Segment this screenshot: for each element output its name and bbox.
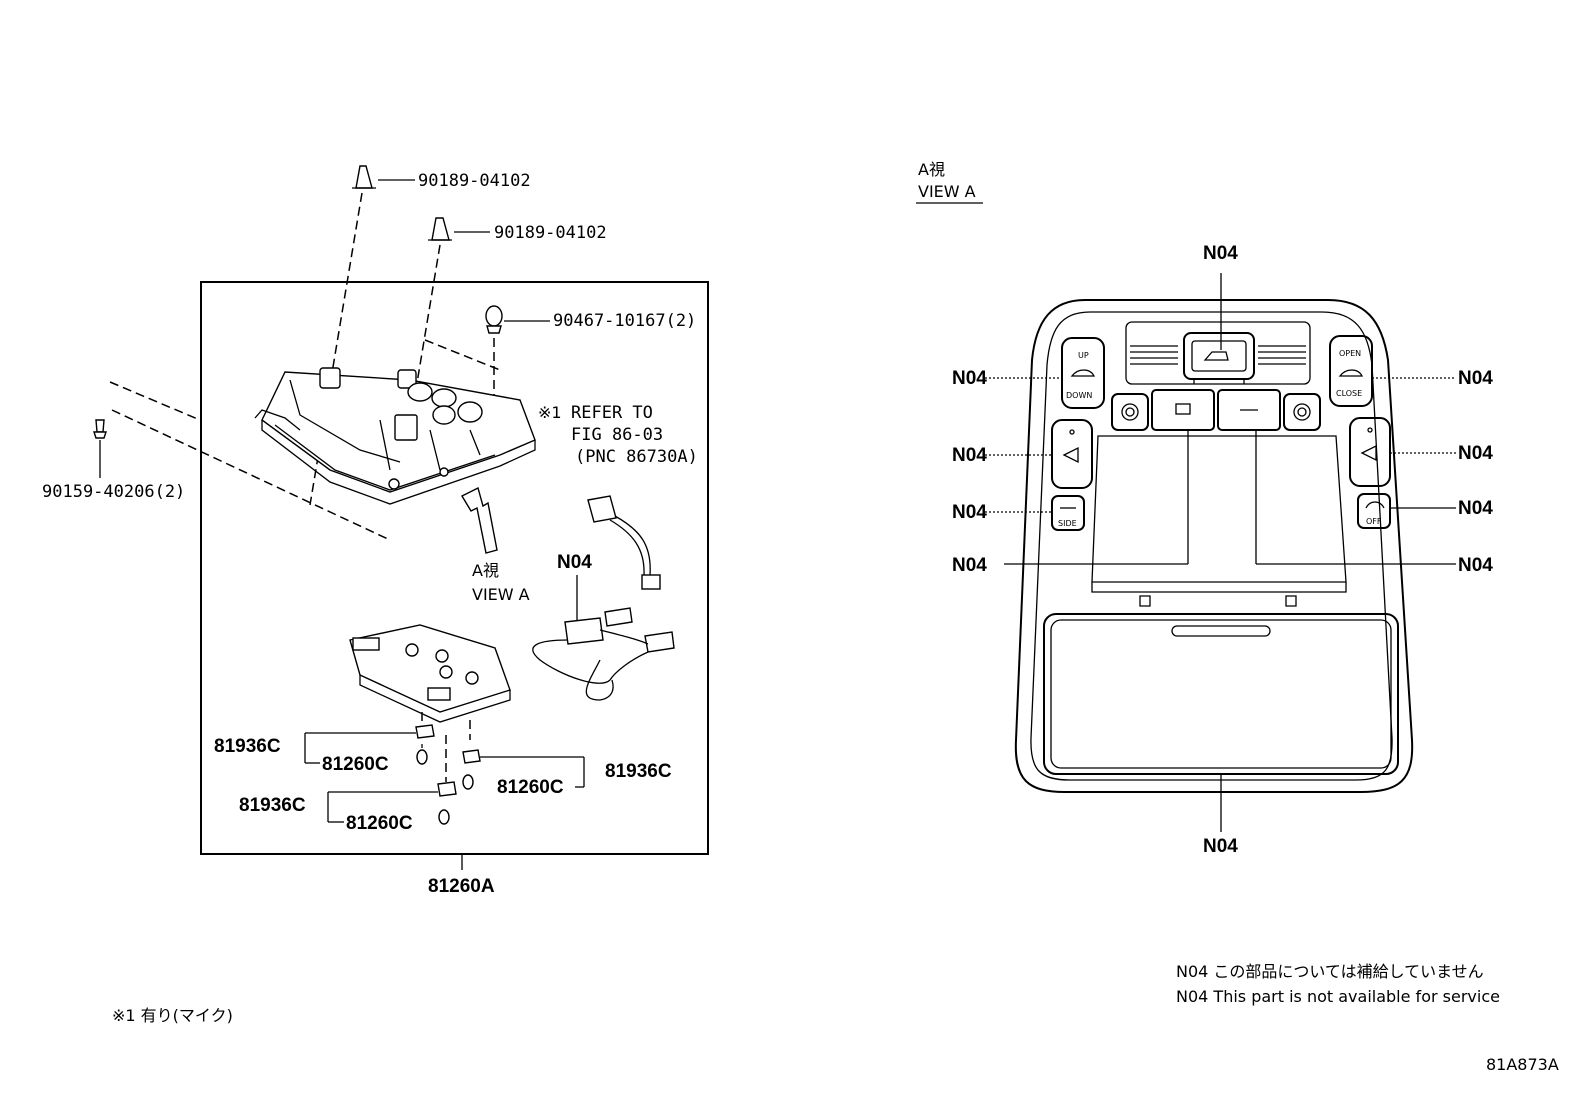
callout-right-3: N04 bbox=[1458, 498, 1493, 519]
side-text: SIDE bbox=[1058, 519, 1077, 528]
view-a-arrow bbox=[461, 486, 498, 554]
bulb-label-1: 81260C bbox=[322, 754, 389, 775]
microphone-harness bbox=[587, 495, 661, 590]
refer-line-1: REFER TO bbox=[571, 403, 653, 423]
callout-right-2: N04 bbox=[1458, 443, 1493, 464]
lamp-circuit-board bbox=[349, 624, 511, 782]
refer-line-2: FIG 86-03 bbox=[571, 425, 663, 445]
console-lamp-housing bbox=[254, 339, 536, 505]
clip-label-2: 90189-04102 bbox=[494, 223, 607, 243]
callout-bottom: N04 bbox=[1203, 836, 1238, 857]
up-text: UP bbox=[1078, 351, 1089, 360]
socket-bulb-set-1 bbox=[304, 724, 435, 765]
screw-part-left bbox=[93, 381, 391, 541]
view-arrow-label-en: VIEW A bbox=[472, 585, 530, 604]
view-a-title-en: VIEW A bbox=[918, 182, 976, 201]
open-text: OPEN bbox=[1339, 349, 1361, 358]
assembly-label: 81260A bbox=[428, 876, 495, 897]
callout-right-4: N04 bbox=[1458, 555, 1493, 576]
left-exploded-view: 90189-04102 90189-04102 90467-10167(2) 9… bbox=[42, 165, 709, 897]
n04-harness bbox=[532, 575, 675, 701]
vent-right bbox=[1258, 345, 1306, 365]
callout-leaders bbox=[985, 273, 1456, 832]
harness-code-label: N04 bbox=[557, 552, 592, 573]
socket-label-2: 81936C bbox=[605, 761, 672, 782]
roof-updown-button[interactable] bbox=[1061, 337, 1105, 409]
n04-note-jp: N04 この部品については補給していません bbox=[1176, 962, 1484, 981]
n04-note-en: N04 This part is not available for servi… bbox=[1176, 987, 1500, 1006]
left-round-button[interactable] bbox=[1111, 393, 1149, 431]
map-light-button[interactable] bbox=[1217, 389, 1281, 431]
left-map-light-button[interactable] bbox=[1051, 419, 1093, 489]
off-button[interactable] bbox=[1357, 493, 1391, 529]
view-arrow-label-jp: A視 bbox=[472, 561, 499, 580]
top-center-button[interactable] bbox=[1183, 332, 1255, 380]
illustration-code: 81A873A bbox=[1486, 1055, 1559, 1074]
side-button[interactable] bbox=[1051, 495, 1085, 531]
view-a-title-jp: A視 bbox=[918, 160, 945, 179]
down-text: DOWN bbox=[1066, 391, 1092, 400]
close-text: CLOSE bbox=[1336, 389, 1362, 398]
screw-label-right: 90467-10167(2) bbox=[553, 311, 696, 331]
refer-line-3: (PNC 86730A) bbox=[575, 447, 698, 467]
roof-openclose-button[interactable] bbox=[1329, 335, 1373, 407]
refer-mark: ※1 bbox=[538, 403, 562, 422]
socket-bulb-set-3 bbox=[327, 781, 457, 825]
right-map-light-button[interactable] bbox=[1349, 417, 1391, 487]
console-outer-shell bbox=[1014, 299, 1414, 793]
socket-bulb-set-2 bbox=[462, 749, 585, 790]
bulb-label-2: 81260C bbox=[497, 777, 564, 798]
callout-left-4: N04 bbox=[952, 555, 987, 576]
bulb-label-3: 81260C bbox=[346, 813, 413, 834]
off-text: OFF bbox=[1366, 517, 1382, 526]
right-round-button[interactable] bbox=[1283, 393, 1321, 431]
clip-part-1 bbox=[309, 165, 415, 506]
callout-top: N04 bbox=[1203, 243, 1238, 264]
callout-left-3: N04 bbox=[952, 502, 987, 523]
callout-left-2: N04 bbox=[952, 445, 987, 466]
interior-light-button[interactable] bbox=[1151, 389, 1215, 431]
clip-label-1: 90189-04102 bbox=[418, 171, 531, 191]
callout-right-1: N04 bbox=[1458, 368, 1493, 389]
screw-part-right bbox=[485, 305, 550, 410]
socket-label-1: 81936C bbox=[214, 736, 281, 757]
clip-part-2 bbox=[414, 217, 490, 396]
right-view-a: A視 VIEW A UP DOWN OPEN bbox=[916, 160, 1493, 857]
storage-compartment-lid[interactable] bbox=[1043, 613, 1399, 775]
screw-label-left: 90159-40206(2) bbox=[42, 482, 185, 502]
vent-left bbox=[1130, 345, 1178, 365]
assembly-frame bbox=[200, 281, 709, 855]
socket-label-3: 81936C bbox=[239, 795, 306, 816]
left-footnote: ※1 有り(マイク) bbox=[112, 1006, 233, 1025]
callout-left-1: N04 bbox=[952, 368, 987, 389]
